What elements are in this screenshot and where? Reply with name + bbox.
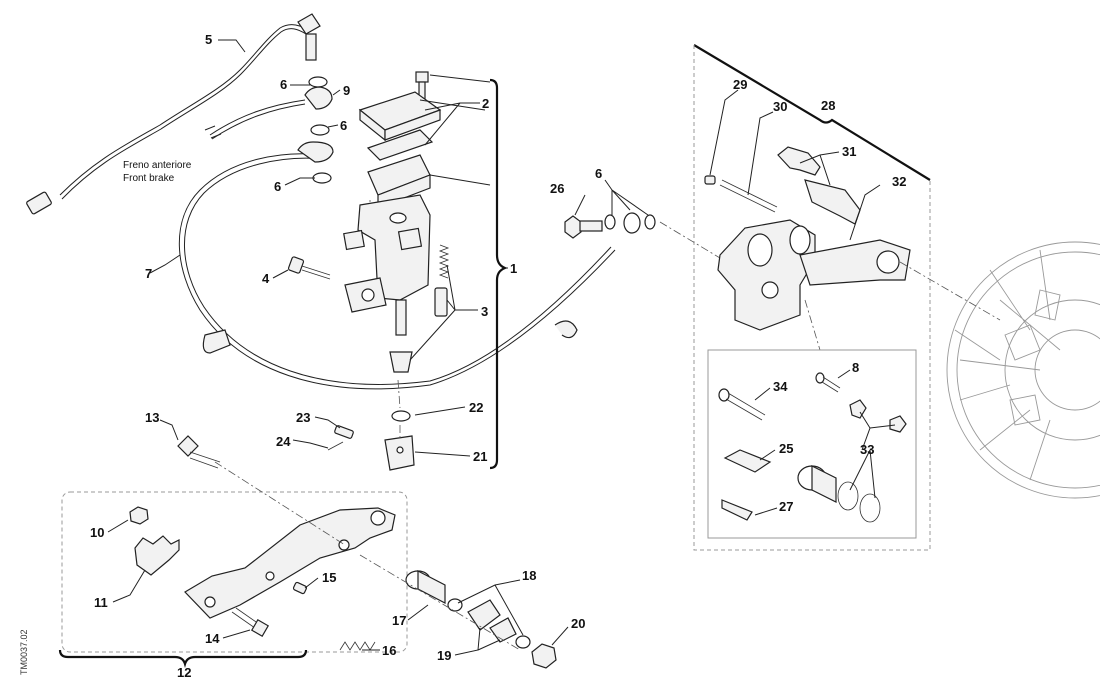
callout-9: 9 [343, 83, 350, 98]
assembly-1-bracket [489, 78, 509, 470]
callout-32: 32 [892, 174, 906, 189]
callout-5: 5 [205, 32, 212, 47]
callout-6: 6 [274, 179, 281, 194]
callout-20: 20 [571, 616, 585, 631]
callout-3: 3 [481, 304, 488, 319]
callout-2: 2 [482, 96, 489, 111]
callout-8: 8 [852, 360, 859, 375]
callout-19: 19 [437, 648, 451, 663]
rear-caliper-assembly [564, 44, 1001, 551]
brake-hoses [26, 13, 616, 390]
rear-sprocket-illustration [946, 241, 1100, 499]
assembly-12-bracket [58, 649, 308, 668]
front-brake-note-en: Front brake [123, 173, 175, 184]
callout-7: 7 [145, 266, 152, 281]
callout-12: 12 [177, 665, 191, 680]
callout-11: 11 [94, 595, 108, 610]
callout-15: 15 [322, 570, 336, 585]
callout-29: 29 [733, 77, 747, 92]
master-cylinder-assembly [287, 71, 491, 471]
callout-6: 6 [595, 166, 602, 181]
callout-4: 4 [262, 271, 270, 286]
callout-21: 21 [473, 449, 487, 464]
callout-33: 33 [860, 442, 874, 457]
callout-28: 28 [821, 98, 835, 113]
callout-leaders [107, 39, 896, 656]
callout-16: 16 [382, 643, 396, 658]
callout-31: 31 [842, 144, 856, 159]
callout-6: 6 [340, 118, 347, 133]
front-brake-note-it: Freno anteriore [123, 160, 192, 171]
callout-24: 24 [276, 434, 291, 449]
brake-pedal-assembly [61, 435, 557, 669]
callout-14: 14 [205, 631, 220, 646]
callout-10: 10 [90, 525, 104, 540]
callout-27: 27 [779, 499, 793, 514]
callout-26: 26 [550, 181, 564, 196]
callout-18: 18 [522, 568, 536, 583]
callout-34: 34 [773, 379, 788, 394]
callout-25: 25 [779, 441, 793, 456]
callout-30: 30 [773, 99, 787, 114]
callout-6: 6 [280, 77, 287, 92]
callout-1: 1 [510, 261, 517, 276]
callout-22: 22 [469, 400, 483, 415]
callout-23: 23 [296, 410, 310, 425]
drawing-code: TM0037.02 [19, 629, 29, 675]
callout-13: 13 [145, 410, 159, 425]
callout-numbers: 5 6 9 6 6 2 7 4 3 1 13 23 24 22 21 10 11… [19, 32, 906, 680]
callout-17: 17 [392, 613, 406, 628]
